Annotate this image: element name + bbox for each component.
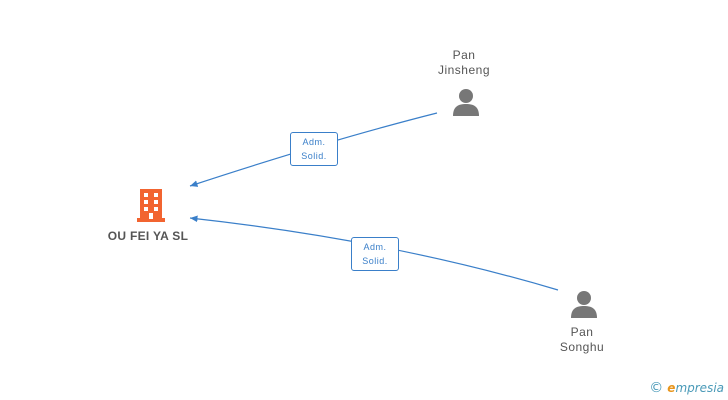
person-last-name: Songhu <box>559 340 605 354</box>
relation-badge[interactable]: Adm. Solid. <box>290 132 338 166</box>
person-first-name: Pan <box>570 325 594 339</box>
relation-role: Adm. <box>302 137 326 147</box>
person-label-pan-jinsheng[interactable]: Pan Jinsheng <box>424 48 504 78</box>
person-icon[interactable] <box>453 89 479 116</box>
relation-badge[interactable]: Adm. Solid. <box>351 237 399 271</box>
brand-name: mpresia <box>675 381 724 395</box>
copyright-icon: © <box>649 380 664 396</box>
company-name[interactable]: OU FEI YA SL <box>107 229 189 243</box>
person-last-name: Jinsheng <box>437 63 491 77</box>
relation-type: Solid. <box>362 256 388 266</box>
person-label-pan-songhu[interactable]: Pan Songhu <box>542 325 622 355</box>
relation-role: Adm. <box>363 242 387 252</box>
person-icon[interactable] <box>571 291 597 318</box>
building-icon[interactable] <box>137 189 165 222</box>
relation-type: Solid. <box>301 151 327 161</box>
brand-initial: e <box>667 381 676 395</box>
person-first-name: Pan <box>452 48 476 62</box>
empresia-logo: ©empresia <box>649 380 724 396</box>
